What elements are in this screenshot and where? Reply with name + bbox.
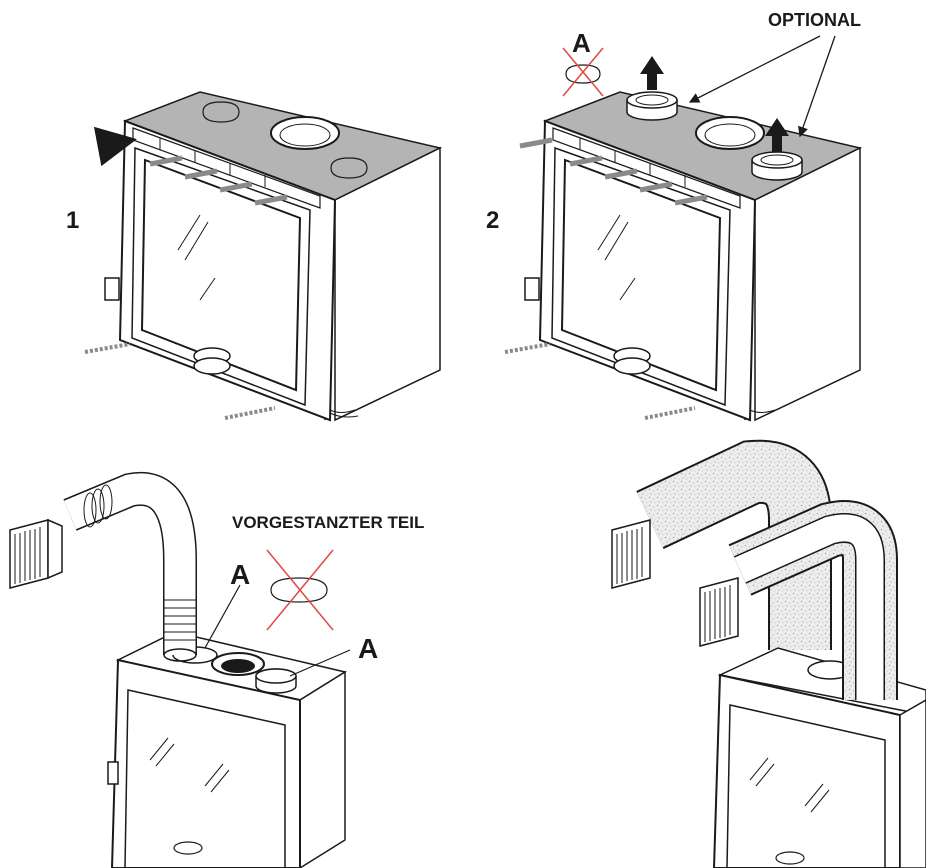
figure-1: 1 <box>66 91 443 422</box>
figure-4 <box>611 439 926 868</box>
step-2-label: 2 <box>486 207 499 234</box>
part-a-label-left: A <box>230 559 250 590</box>
figure-3: VORGESTANZTER TEIL A A <box>9 471 424 868</box>
part-a-label-top: A <box>572 28 591 58</box>
figure-2: 2 OPTIONAL A <box>486 10 863 422</box>
optional-label: OPTIONAL <box>768 10 861 30</box>
part-a-label-right: A <box>358 633 378 664</box>
pre-punched-label: VORGESTANZTER TEIL <box>232 513 424 532</box>
step-1-label: 1 <box>66 207 79 234</box>
